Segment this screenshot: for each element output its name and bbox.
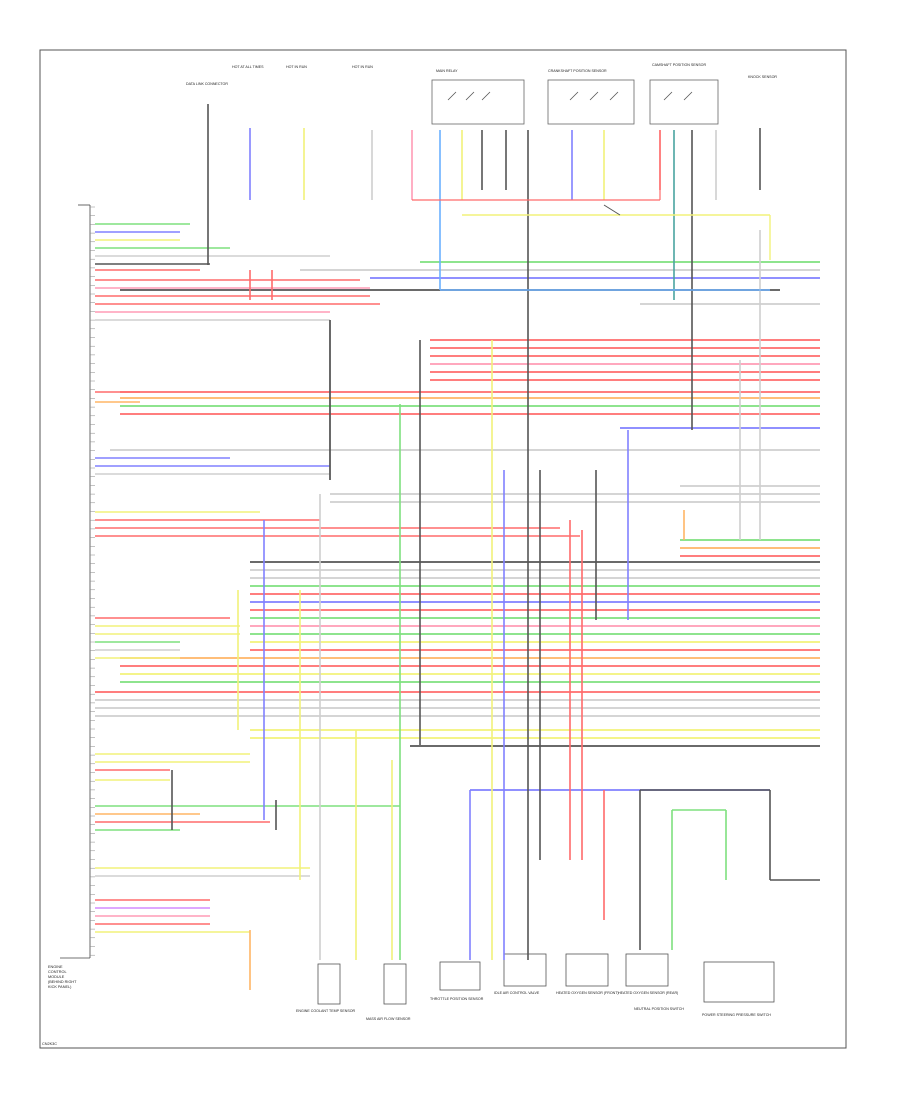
cam-sensor-box [649,79,719,125]
wire-layer [95,104,820,990]
top-label-1: DATA LINK CONNECTOR [186,82,228,86]
ho2s-rear-box [625,953,669,987]
tps-box [439,961,481,991]
ecm-label-line-4: (BEHIND RIGHT [48,980,77,984]
maf-box [383,963,407,1005]
top-label-2: HOT AT ALL TIMES [232,65,264,69]
relay-contacts [447,91,693,101]
bottom-label-2: MASS AIR FLOW SENSOR [366,1017,411,1021]
ecm-pin-column [90,206,95,956]
ho2s-front-box [565,953,609,987]
top-label-5: MAIN RELAY [436,69,458,73]
bottom-label-5: HEATED OXYGEN SENSOR (FRONT) [556,991,619,995]
footer-code: CN2K3C [42,1042,57,1046]
bottom-label-7: NEUTRAL POSITION SWITCH [634,1007,684,1011]
bottom-component-labels: ENGINE COOLANT TEMP SENSOR MASS AIR FLOW… [296,991,771,1021]
coolant-sensor-box [317,963,341,1005]
ecm-label-line-3: MODULE [48,975,65,979]
bottom-label-4: IDLE AIR CONTROL VALVE [494,991,540,995]
ps-switch-box [703,961,775,1003]
diagram-border [39,49,847,1049]
top-label-4: HOT IN RUN [352,65,373,69]
top-label-7: CAMSHAFT POSITION SENSOR [652,63,706,67]
top-label-8: KNOCK SENSOR [748,75,777,79]
ecm-label-line-1: ENGINE [48,965,63,969]
ecm-label-line-5: KICK PANEL) [48,985,72,989]
ecm-label-line-2: CONTROL [48,970,67,974]
bottom-label-3: THROTTLE POSITION SENSOR [430,997,484,1001]
crank-sensor-box [547,79,635,125]
top-component-labels: DATA LINK CONNECTOR HOT AT ALL TIMES HOT… [186,63,777,86]
ecm-connector [60,204,91,959]
wire-segment [603,204,621,216]
main-relay-box [431,79,525,125]
bottom-components [317,953,775,1005]
ecm-label: ENGINE CONTROL MODULE (BEHIND RIGHT KICK… [48,965,77,989]
top-label-6: CRANKSHAFT POSITION SENSOR [548,69,607,73]
bottom-label-6: HEATED OXYGEN SENSOR (REAR) [618,991,678,995]
top-label-3: HOT IN RUN [286,65,307,69]
bottom-label-1: ENGINE COOLANT TEMP SENSOR [296,1009,356,1013]
bottom-label-8: POWER STEERING PRESSURE SWITCH [702,1013,771,1017]
iac-box [503,953,547,987]
